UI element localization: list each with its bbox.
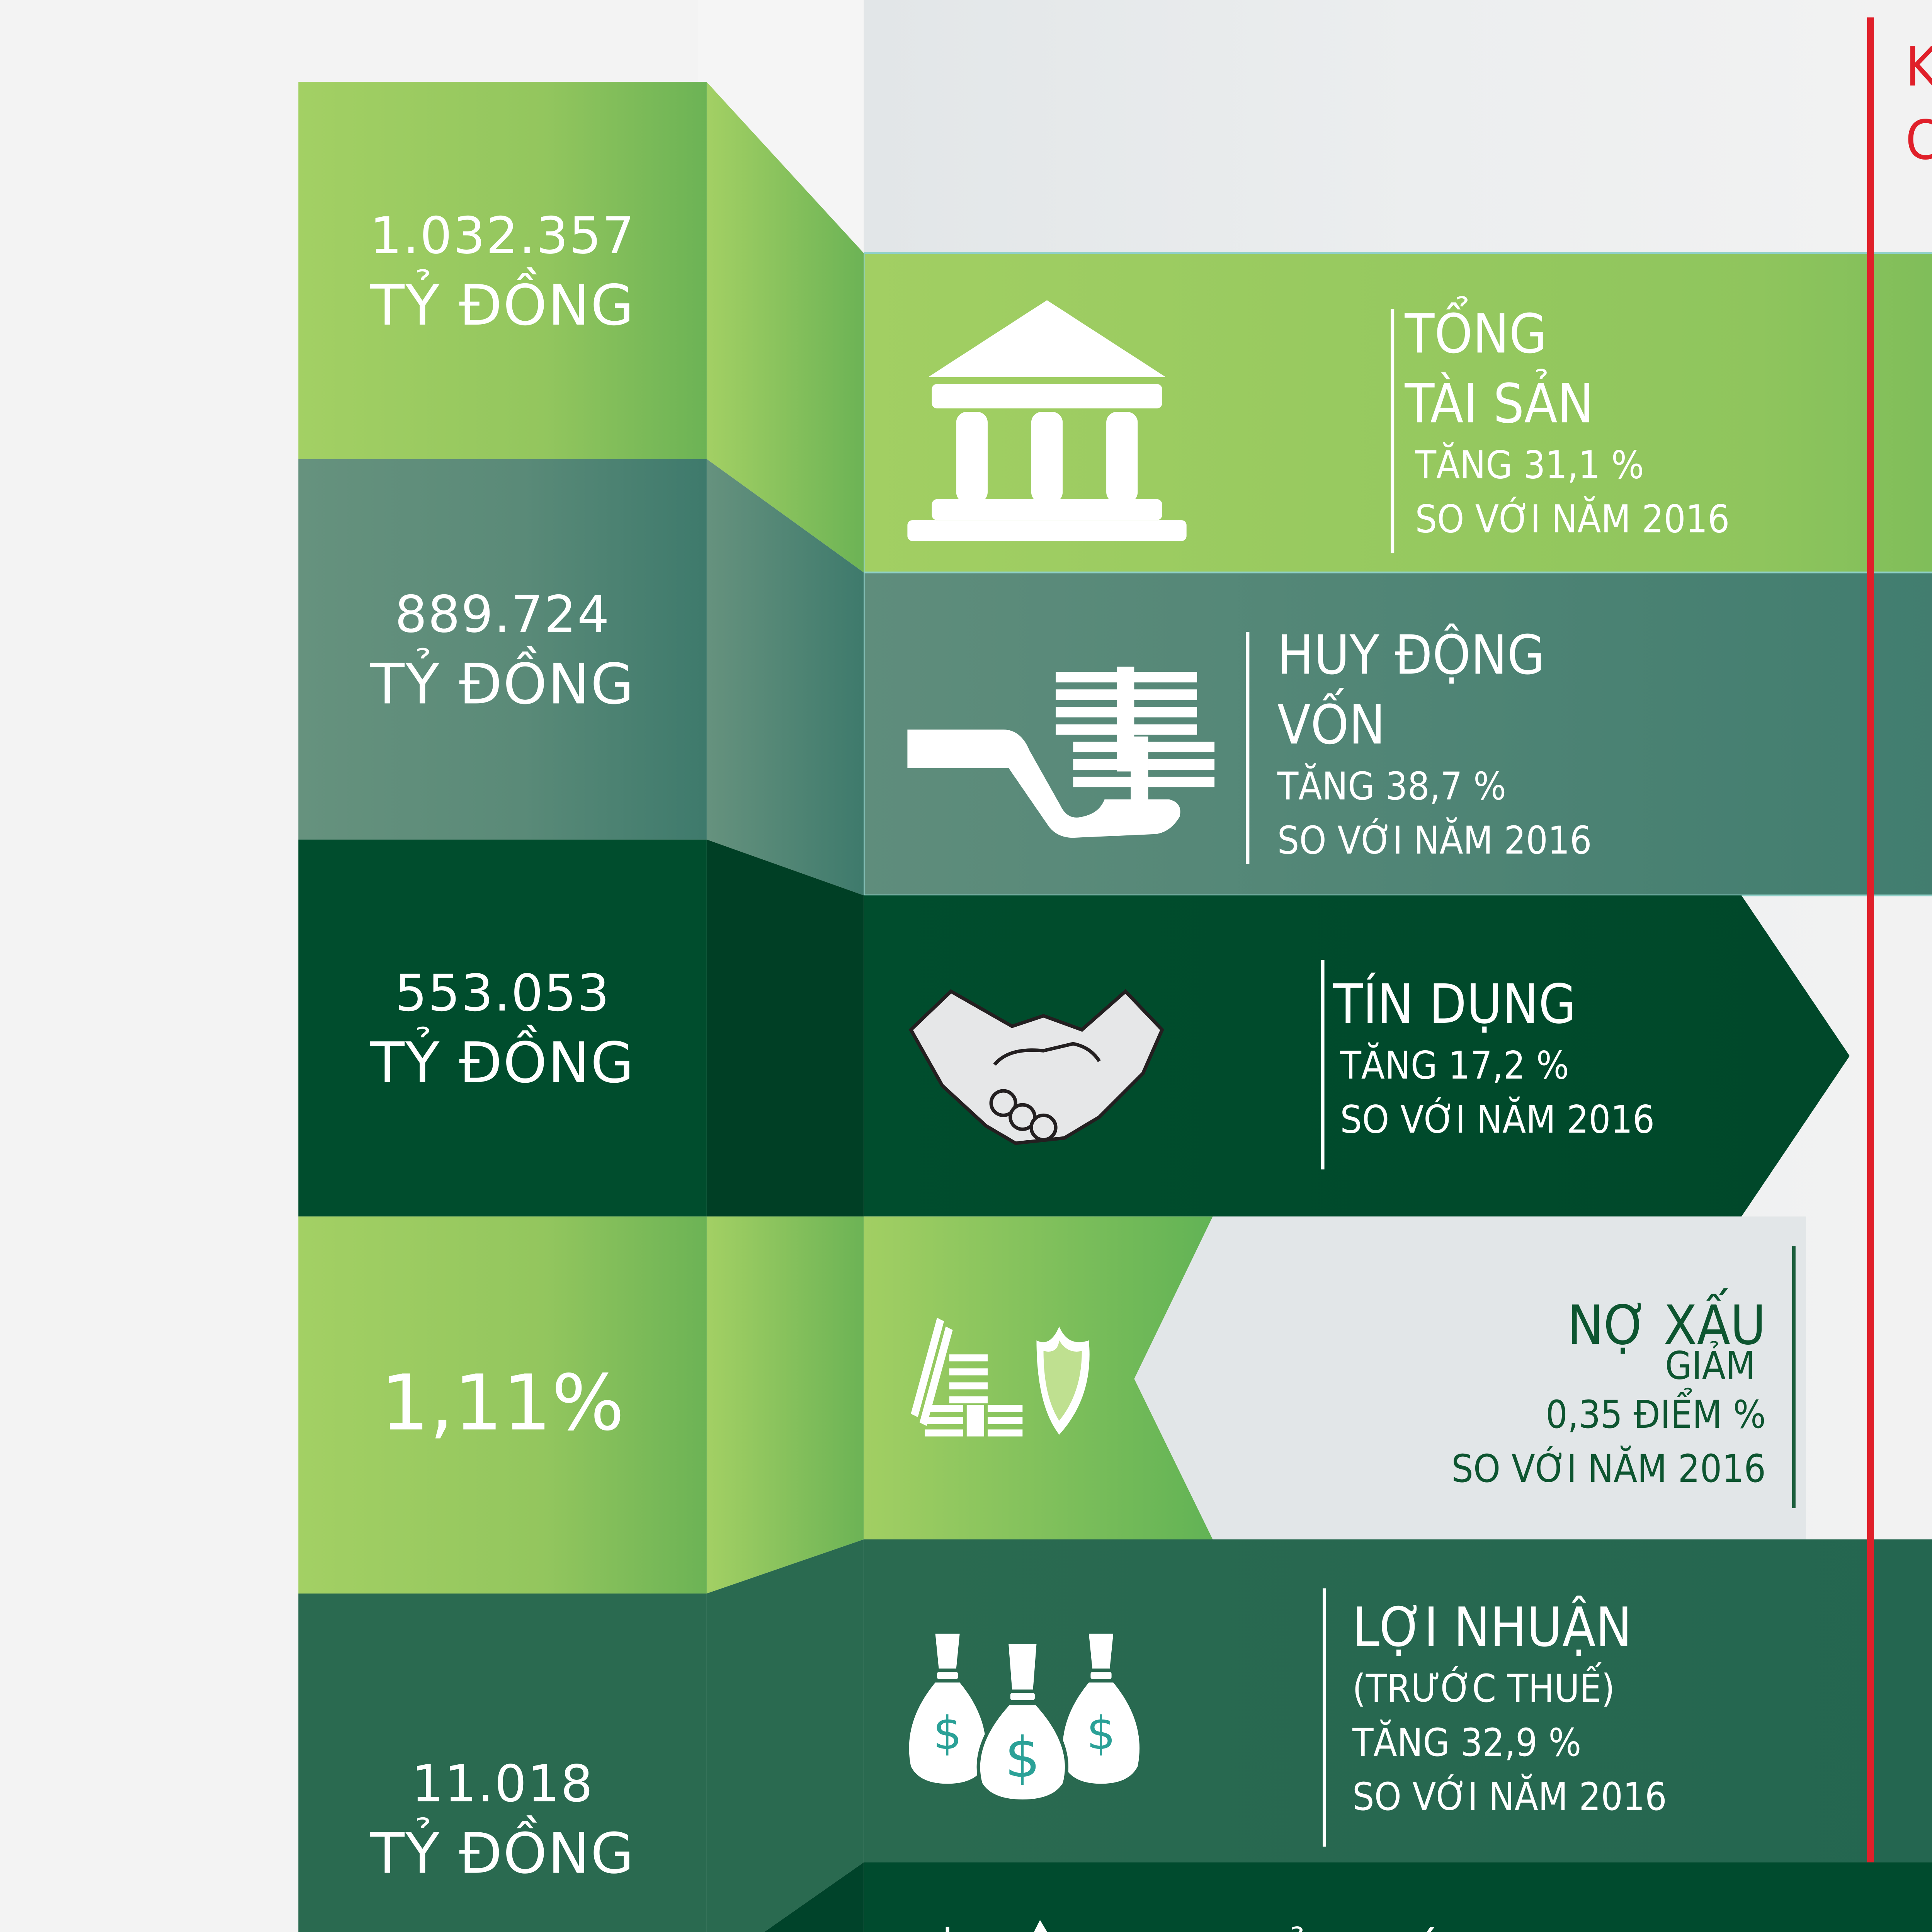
plan-label-line1: KẾ HOẠCH bbox=[1905, 31, 1932, 105]
plan-label: KẾ HOẠCH CẢ NĂM 2017 bbox=[1905, 31, 1932, 178]
row-detail-2: SO VỚI NĂM 2016 bbox=[1340, 1099, 1655, 1143]
left-cell-loi-nhuan: 11.018 TỶ ĐỒNG bbox=[298, 1594, 707, 1932]
divider bbox=[1323, 1588, 1327, 1847]
row-title: CỔ PHIẾU bbox=[1235, 1930, 1932, 1932]
row-detail: TĂNG 38,7 % bbox=[1277, 766, 1507, 810]
hand-money-stack-icon bbox=[907, 667, 1215, 838]
left-cell-tong-tai-san: 1.032.357 TỶ ĐỒNG bbox=[298, 82, 707, 459]
row-detail-2: SO VỚI NĂM 2016 bbox=[1415, 499, 1730, 543]
left-cell-huy-dong-von: 889.724 TỶ ĐỒNG bbox=[298, 459, 707, 840]
row-detail-2: SO VỚI NĂM 2016 bbox=[1352, 1777, 1667, 1821]
fold-connectors bbox=[706, 82, 864, 1932]
row-detail: TĂNG 31,1 % bbox=[1415, 445, 1644, 489]
stock-growth-chart-icon bbox=[946, 1920, 1048, 1932]
svg-text:$: $ bbox=[1005, 1725, 1040, 1790]
row-text-no-xau: NỢ XẤU GIẢM 0,35 ĐIỂM % SO VỚI NĂM 2016 bbox=[1221, 1292, 1766, 1498]
bank-building-icon bbox=[907, 300, 1187, 541]
divider bbox=[1792, 1246, 1796, 1508]
handshake-icon bbox=[908, 989, 1164, 1145]
left-value: 1,11% bbox=[380, 1359, 625, 1449]
left-value: 889.724 bbox=[395, 585, 611, 644]
left-value: 1.032.357 bbox=[370, 206, 635, 265]
row-detail: TĂNG 32,9 % bbox=[1352, 1723, 1582, 1767]
row-title: TỔNG bbox=[1405, 303, 1547, 367]
row-detail: 0,35 ĐIỂM % bbox=[1546, 1395, 1766, 1439]
row-title: HUY ĐỘNG bbox=[1277, 625, 1545, 688]
left-unit: TỶ ĐỒNG bbox=[370, 651, 635, 718]
row-title-2: TÀI SẢN bbox=[1405, 373, 1594, 437]
svg-text:$: $ bbox=[933, 1707, 962, 1760]
divider bbox=[1391, 309, 1395, 553]
row-text-tong-tai-san: TỔNG TÀI SẢN TĂNG 31,1 % SO VỚI NĂM 2016 bbox=[1405, 300, 1730, 548]
plan-label-line2: CẢ NĂM 2017 bbox=[1905, 105, 1932, 178]
divider bbox=[1321, 960, 1325, 1170]
row-title: LỢI NHUẬN bbox=[1352, 1597, 1632, 1660]
row-detail-2: SO VỚI NĂM 2016 bbox=[1451, 1449, 1766, 1493]
divider bbox=[1246, 632, 1250, 864]
plan-target-line bbox=[1867, 17, 1874, 1862]
svg-text:$: $ bbox=[1087, 1707, 1116, 1760]
row-detail: TĂNG 17,2 % bbox=[1340, 1045, 1569, 1089]
money-shield-icon bbox=[911, 1318, 1090, 1437]
left-cell-tin-dung: 553.053 TỶ ĐỒNG bbox=[298, 839, 707, 1217]
row-text-tin-dung: TÍN DỤNG TĂNG 17,2 % SO VỚI NĂM 2016 bbox=[1333, 970, 1655, 1148]
left-value: 553.053 bbox=[395, 963, 611, 1023]
left-unit: TỶ ĐỒNG bbox=[370, 272, 635, 339]
row-detail-2: SO VỚI NĂM 2016 bbox=[1277, 820, 1592, 864]
money-bags-icon: $ $ $ bbox=[909, 1633, 1140, 1801]
left-unit: TỶ ĐỒNG bbox=[370, 1030, 635, 1096]
left-value: 11.018 bbox=[411, 1753, 594, 1813]
row-title-2: VỐN bbox=[1277, 694, 1386, 758]
left-cell-no-xau: 1,11% bbox=[298, 1216, 707, 1594]
left-unit: TỶ ĐỒNG bbox=[370, 1819, 635, 1886]
row-title: NỢ XẤU bbox=[1567, 1295, 1766, 1358]
row-title: TÍN DỤNG bbox=[1333, 974, 1577, 1037]
row-title-2: (TRƯỚC THUẾ) bbox=[1352, 1668, 1615, 1713]
row-text-loi-nhuan: LỢI NHUẬN (TRƯỚC THUẾ) TĂNG 32,9 % SO VỚ… bbox=[1352, 1594, 1667, 1826]
row-detail-0: GIẢM bbox=[1665, 1345, 1755, 1389]
row-text-co-phieu: CỔ PHIẾU VỐN HÓA LỚN SỐ 1 NGÀNH NGÂN HÀN… bbox=[1235, 1930, 1932, 1932]
row-text-huy-dong-von: HUY ĐỘNG VỐN TĂNG 38,7 % SO VỚI NĂM 2016 bbox=[1277, 621, 1592, 869]
